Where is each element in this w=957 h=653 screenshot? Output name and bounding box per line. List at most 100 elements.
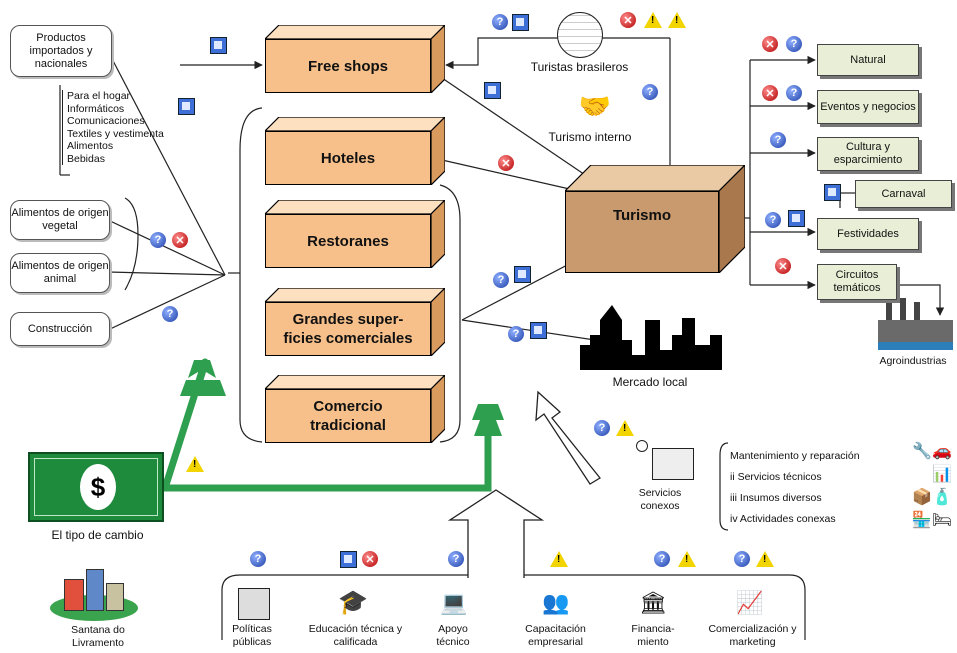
edit-icon [824,184,841,201]
worker-box-icon [632,440,694,484]
boxes-icon: 📦🧴 [912,489,952,506]
alimentos-animal-box: Alimentos de origen animal [10,253,110,293]
support-financiamiento: Financia- miento [631,623,675,648]
grandes-superficies-box: Grandes super- ficies comerciales [265,288,445,356]
cross-icon: ✕ [775,258,791,274]
question-icon: ? [786,36,802,52]
eventos-negocios-box: Eventos y negocios [817,90,919,124]
edit-icon [788,210,805,227]
banknote-icon: $ [28,452,164,522]
product-item: Bebidas [67,152,105,165]
support-comercializacion: Comercialización y marketing [708,623,797,648]
support-educacion: Educación técnica y calificada [308,623,403,648]
grandes-superficies-label: Grandes super- ficies comerciales [265,302,431,356]
support-politicas: Políticas públicas [232,623,272,648]
question-icon: ? [162,306,178,322]
edit-icon [512,14,529,31]
product-item: Informáticos [67,102,125,115]
question-icon: ? [508,326,524,342]
question-icon: ? [642,84,658,100]
question-icon: ? [765,212,781,228]
natural-box: Natural [817,44,919,76]
festividades-box: Festividades [817,218,919,250]
servicios-list: Mantenimiento y reparación ii Servicios … [730,446,880,530]
cross-icon: ✕ [762,36,778,52]
marketing-icon: 📈 [736,590,764,615]
edit-icon [210,37,227,54]
question-icon: ? [493,272,509,288]
bank-icon: 🏛 [639,590,667,615]
cross-icon: ✕ [362,551,378,567]
santana-label: Santana do Livramento [71,624,125,649]
question-icon: ? [594,420,610,436]
servicios-conexos-label: Servicios conexos [638,487,682,512]
comercio-tradicional-label: Comercio tradicional [265,389,431,443]
construccion-box: Construcción [10,312,110,346]
service-icons: 🔧🚗 📊 📦🧴 🏪🛏 [882,440,952,535]
cultura-esparcimiento-box: Cultura y esparcimiento [817,137,919,171]
cross-icon: ✕ [762,85,778,101]
turistas-brasileros-label: Turistas brasileros [530,60,629,74]
edit-icon [178,98,195,115]
servicio-item: Mantenimiento y reparación [730,450,860,462]
agroindustrias-label: Agroindustrias [879,355,947,367]
meeting-icon: 👥 [542,590,570,615]
turismo-box: Turismo [565,165,745,273]
graduates-icon: 🎓 [338,589,368,616]
edit-icon [514,266,531,283]
product-list: Para el hogar Informáticos Comunicacione… [62,90,192,165]
warning-icon: ! [756,551,774,567]
city-skyline-icon [580,305,722,370]
circuitos-tematicos-box: Circuitos temáticos [817,264,897,300]
handshake-people-icon: 🤝 [578,91,612,121]
globe-people-icon [557,12,603,58]
question-icon: ? [492,14,508,30]
product-item: Alimentos [67,140,114,152]
facilities-icon: 🏪🛏 [911,512,952,529]
technician-icon: 💻 [440,590,468,615]
support-capacitacion: Capacitación empresarial [525,623,586,648]
product-item: Textiles y vestimenta [67,127,164,140]
carnaval-box: Carnaval [855,180,952,208]
cross-icon: ✕ [498,155,514,171]
hoteles-box: Hoteles [265,117,445,185]
warning-icon: ! [616,420,634,436]
cross-icon: ✕ [172,232,188,248]
warning-icon: ! [668,12,686,28]
question-icon: ? [770,132,786,148]
cross-icon: ✕ [620,12,636,28]
turismo-label: Turismo [565,191,719,273]
product-item: Para el hogar [67,90,131,102]
servicio-item: ii Servicios técnicos [730,471,822,483]
restoranes-label: Restoranes [265,214,431,268]
comercio-tradicional-box: Comercio tradicional [265,375,445,443]
alimentos-vegetal-box: Alimentos de origen vegetal [10,200,110,240]
factory-icon [878,298,953,350]
warning-icon: ! [678,551,696,567]
warning-icon: ! [644,12,662,28]
support-apoyo: Apoyo técnico [436,623,470,648]
question-icon: ? [448,551,464,567]
tools-icon: 🔧🚗 [912,443,952,460]
restoranes-box: Restoranes [265,200,445,268]
question-icon: ? [734,551,750,567]
question-icon: ? [250,551,266,567]
free-shops-box: Free shops [265,25,445,93]
chart-icon: 📊 [932,466,952,483]
servicio-item: iii Insumos diversos [730,492,822,504]
hoteles-label: Hoteles [265,131,431,185]
servicio-item: iv Actividades conexas [730,513,836,525]
warning-icon: ! [550,551,568,567]
productos-box: Productos importados y nacionales [10,25,112,77]
dollar-sign: $ [80,464,116,510]
edit-icon [530,322,547,339]
city-map-icon [50,565,138,621]
question-icon: ? [150,232,166,248]
tipo-cambio-label: El tipo de cambio [51,528,144,542]
turismo-interno-label: Turismo interno [548,130,632,144]
free-shops-label: Free shops [265,39,431,93]
policy-icon [238,588,270,620]
edit-icon [484,82,501,99]
question-icon: ? [654,551,670,567]
